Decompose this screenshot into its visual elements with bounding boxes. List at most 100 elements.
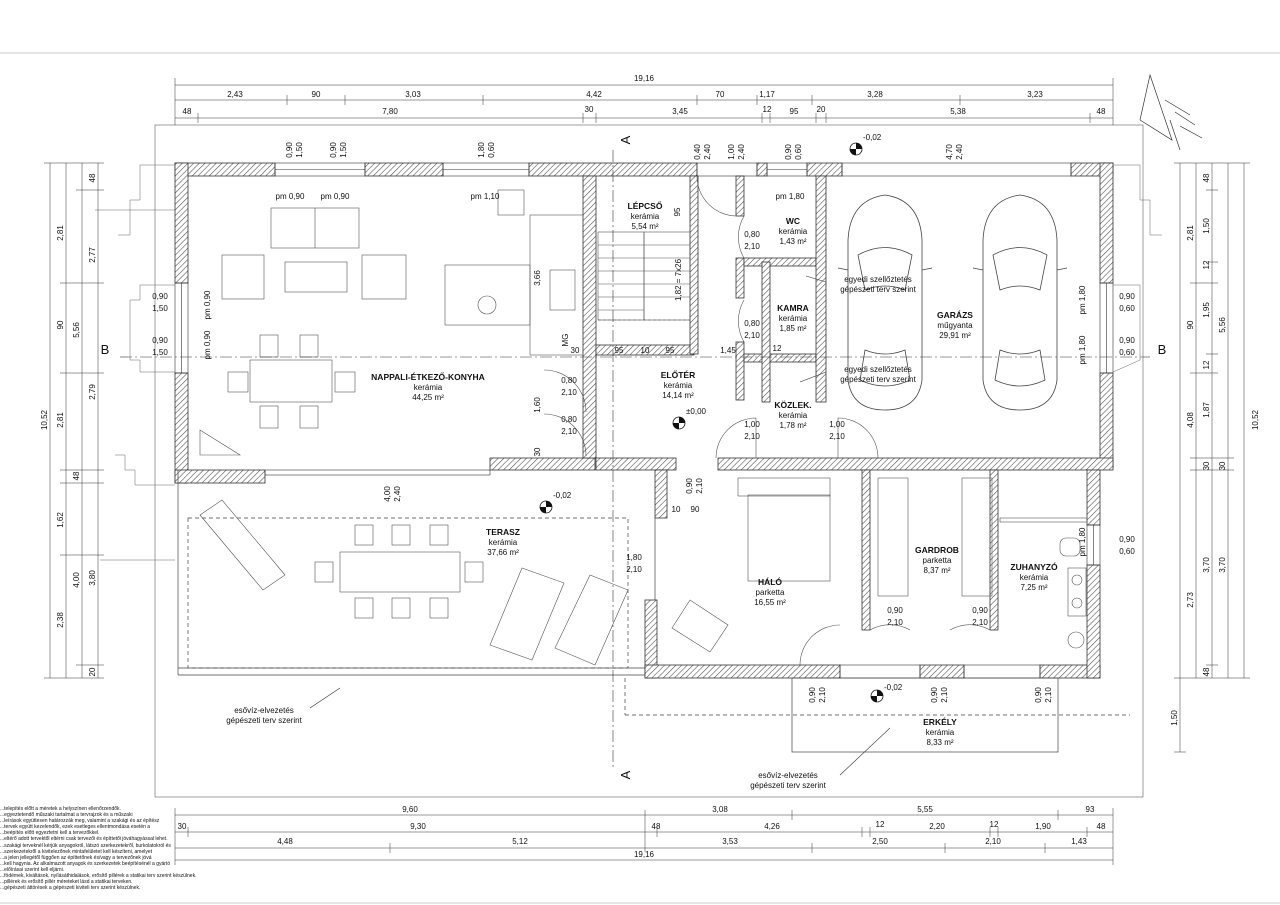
dim-bottom-r3: 2,50 <box>872 837 888 846</box>
dim-bottom-r1: 3,08 <box>712 805 728 814</box>
inner-dim: 95 <box>666 346 675 355</box>
terrace-outline <box>177 470 1130 753</box>
staircase <box>597 231 691 321</box>
win-label: 1,80 <box>477 142 486 158</box>
room-labels: LÉPCSŐ kerámia 5,54 m² WC kerámia 1,43 m… <box>371 200 1058 747</box>
rain-note: esővíz-elvezetés <box>758 771 818 780</box>
dim-left-inner: 20 <box>88 667 97 676</box>
note-line: ...tervek együtt kezelendők, ezek esetle… <box>0 824 151 831</box>
win-label: 4,00 <box>383 486 392 502</box>
win-label: 0,90 <box>784 144 793 160</box>
win-label: 2,10 <box>940 687 949 703</box>
room-terasz-name: TERASZ <box>486 527 520 537</box>
room-zuhanyzo-area: 7,25 m² <box>1020 583 1047 592</box>
dim-top-r2: 3,23 <box>1027 90 1043 99</box>
room-terasz-area: 37,66 m² <box>487 548 519 557</box>
parapet-label: pm 0,90 <box>203 330 212 359</box>
parapet-label: pm 0,90 <box>203 290 212 319</box>
dim-right-b: 12 <box>1202 360 1211 369</box>
inner-dim: 90 <box>691 505 700 514</box>
outer-stairs <box>95 164 1162 561</box>
dim-top-r3: 48 <box>1097 107 1106 116</box>
room-wc-material: kerámia <box>779 227 808 236</box>
section-mark-a: A <box>618 770 633 779</box>
dim-right-a: 4,08 <box>1186 412 1195 428</box>
dim-left-inner: 2,77 <box>88 247 97 263</box>
parapet-label: pm 0,90 <box>276 192 305 201</box>
win-label: 2,40 <box>955 144 964 160</box>
dim-top-total: 19,16 <box>634 74 655 83</box>
win-label: 0,90 <box>808 687 817 703</box>
win-label: 1,50 <box>152 348 168 357</box>
dim-bottom-r2: 9,30 <box>410 822 426 831</box>
section-mark-b: B <box>101 342 110 357</box>
room-lepcso-name: LÉPCSŐ <box>628 200 663 211</box>
note-line: ...beépítés előtt egyeztetni kell a terv… <box>0 830 100 837</box>
parapet-label: pm 1,80 <box>1078 335 1087 364</box>
inner-dim: 95 <box>673 207 682 216</box>
inner-dim: 12 <box>773 344 782 353</box>
dim-right-b: 12 <box>1202 260 1211 269</box>
dim-left-inner: 2,79 <box>88 384 97 400</box>
win-label: 2,10 <box>818 687 827 703</box>
note-line: ...pillérek és erősítő pillér méreteket … <box>0 879 133 886</box>
room-eloter-name: ELŐTÉR <box>661 369 695 380</box>
dim-bottom-r1: 9,60 <box>402 805 418 814</box>
stair-label: 1,82 = 7x26 <box>674 258 683 301</box>
room-eloter-area: 14,14 m² <box>662 391 694 400</box>
door-label: 2,10 <box>744 242 760 251</box>
dim-right-d: 1,50 <box>1170 710 1179 726</box>
door-label: 2,10 <box>744 432 760 441</box>
dim-right-b: 1,87 <box>1202 402 1211 418</box>
win-label: 0,90 <box>685 478 694 494</box>
room-kozlek-name: KÖZLEK. <box>774 400 811 410</box>
room-halo-material: parketta <box>756 588 785 597</box>
dims-right-lines <box>1174 162 1250 753</box>
dims-left-lines <box>44 162 104 679</box>
dim-top-r2: 3,03 <box>405 90 421 99</box>
win-label: 2,40 <box>703 144 712 160</box>
dim-top-r3: 5,38 <box>950 107 966 116</box>
dim-bottom-r2: 12 <box>990 820 999 829</box>
note-line: ...előírásai szerint kell eljárni. <box>0 866 65 873</box>
section-lines <box>120 150 1150 770</box>
win-label: 0,40 <box>693 144 702 160</box>
dim-top-r3: 48 <box>183 107 192 116</box>
door-label: 0,80 <box>744 319 760 328</box>
parapet-label: pm 1,80 <box>1078 285 1087 314</box>
section-mark-a: A <box>618 135 633 144</box>
note-line: ...telepítés előtt a méretek a helyszíne… <box>0 806 121 812</box>
room-nappali-area: 44,25 m² <box>412 393 444 402</box>
win-label: 0,90 <box>285 142 294 158</box>
room-terasz-material: kerámia <box>489 538 518 547</box>
win-label: 1,80 <box>626 553 642 562</box>
vent-note: gépészeti terv szerint <box>840 285 916 294</box>
room-lepcso-area: 5,54 m² <box>631 222 658 231</box>
door-label: 2,10 <box>561 388 577 397</box>
note-line: ...a jelen jellegétől függően az építtet… <box>0 854 152 861</box>
dim-bottom-r3: 4,48 <box>277 837 293 846</box>
parapet-label: pm 1,10 <box>471 192 500 201</box>
vent-note: egyedi szellőztetés <box>844 365 912 374</box>
win-label: 0,90 <box>1034 687 1043 703</box>
room-halo-area: 16,55 m² <box>754 598 786 607</box>
level-marker-icon <box>870 689 884 703</box>
note-line: ...szerkezetekről a kivitelezőnek mintaf… <box>0 848 153 855</box>
dim-bottom-r2: 12 <box>876 820 885 829</box>
door-swings <box>543 175 991 666</box>
room-eloter-material: kerámia <box>664 381 693 390</box>
room-halo-name: HÁLÓ <box>758 576 782 587</box>
inner-dim: 1,60 <box>533 397 542 413</box>
dim-right-b: 3,70 <box>1202 557 1211 573</box>
win-label: 0,90 <box>1119 292 1135 301</box>
room-nappali-name: NAPPALI-ÉTKEZŐ-KONYHA <box>371 371 485 382</box>
level-marker-icon <box>539 500 553 514</box>
door-label: 2,10 <box>972 618 988 627</box>
mg-label: MG <box>561 334 570 347</box>
dim-right-a: 2,73 <box>1186 592 1195 608</box>
level-ground: ±0,00 <box>686 407 707 416</box>
dim-right-b: 48 <box>1202 667 1211 676</box>
win-label: 2,10 <box>626 565 642 574</box>
rain-note: gépészeti terv szerint <box>226 716 302 725</box>
level-marker-icon <box>849 142 863 156</box>
